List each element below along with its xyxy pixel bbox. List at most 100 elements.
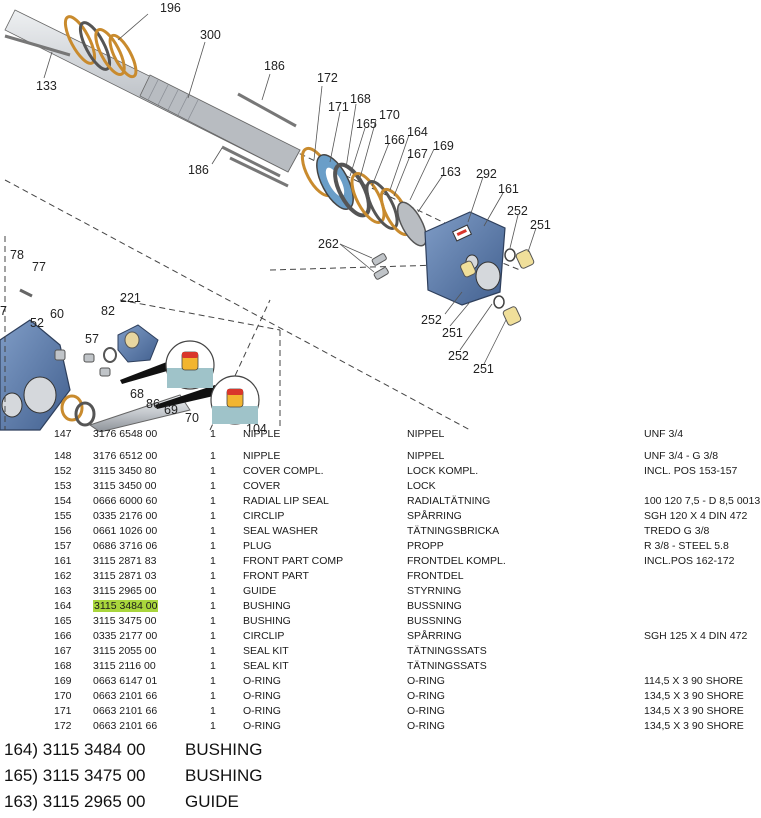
cell-part-number: 0335 2177 00 <box>93 630 158 642</box>
summary-code: 163) 3115 2965 00 <box>4 792 146 811</box>
callout-77: 77 <box>32 260 46 274</box>
plugs-and-washers <box>460 248 535 326</box>
cell-description-en: NIPPLE <box>243 428 281 440</box>
cell-quantity: 1 <box>210 585 216 597</box>
front-part-housing <box>424 211 506 306</box>
callout-186-top: 186 <box>264 59 285 73</box>
cell-part-number: 3115 2055 00 <box>93 645 157 657</box>
cell-description-en: SEAL WASHER <box>243 525 319 537</box>
cell-position: 152 <box>54 465 72 477</box>
main-shaft <box>4 9 301 173</box>
table-row: 172 0663 2101 66 1 O-RING O-RING 134,5 X… <box>0 718 761 733</box>
cell-description-sv: NIPPEL <box>407 450 445 462</box>
table-row: 155 0335 2176 00 1 CIRCLIP SPÅRRING SGH … <box>0 508 761 523</box>
cell-description-en: FRONT PART <box>243 570 309 582</box>
cell-part-number: 0663 2101 66 <box>93 705 158 717</box>
callout-86: 86 <box>146 397 160 411</box>
pins-262 <box>371 253 389 280</box>
cell-quantity: 1 <box>210 600 216 612</box>
cell-description-sv: O-RING <box>407 705 445 717</box>
callout-170: 170 <box>379 108 400 122</box>
cell-note: INCL.POS 162-172 <box>644 555 735 567</box>
table-row: 152 3115 3450 80 1 COVER COMPL. LOCK KOM… <box>0 463 761 478</box>
table-row-highlighted: 164 3115 3484 00 1 BUSHING BUSSNING <box>0 598 761 613</box>
cell-position: 163 <box>54 585 72 597</box>
cell-description-en: O-RING <box>243 675 281 687</box>
ring-stack-left <box>63 15 138 79</box>
cell-description-en: O-RING <box>243 720 281 732</box>
table-row: 170 0663 2101 66 1 O-RING O-RING 134,5 X… <box>0 688 761 703</box>
cell-part-number: 3115 3450 80 <box>93 465 157 477</box>
cell-description-en: BUSHING <box>243 615 291 627</box>
indicator-circle-2 <box>210 375 260 425</box>
cell-description-sv: RADIALTÄTNING <box>407 495 491 507</box>
cell-position: 154 <box>54 495 72 507</box>
cell-note: 134,5 X 3 90 SHORE <box>644 720 744 732</box>
cell-description-sv: NIPPEL <box>407 428 445 440</box>
cell-description-en: SEAL KIT <box>243 660 289 672</box>
callout-7: 7 <box>0 304 7 318</box>
cell-quantity: 1 <box>210 645 216 657</box>
indicator-circle-1 <box>165 340 215 390</box>
cell-position: 164 <box>54 600 72 612</box>
callout-163: 163 <box>440 165 461 179</box>
callout-52: 52 <box>30 316 44 330</box>
cell-description-sv: BUSSNING <box>407 615 462 627</box>
table-row: 156 0661 1026 00 1 SEAL WASHER TÄTNINGSB… <box>0 523 761 538</box>
cell-quantity: 1 <box>210 720 216 732</box>
callout-172: 172 <box>317 71 338 85</box>
callout-300: 300 <box>200 28 221 42</box>
table-row: 163 3115 2965 00 1 GUIDE STYRNING <box>0 583 761 598</box>
cell-note: SGH 125 X 4 DIN 472 <box>644 630 748 642</box>
cell-note: 114,5 X 3 90 SHORE <box>644 675 744 687</box>
table-row: 167 3115 2055 00 1 SEAL KIT TÄTNINGSSATS <box>0 643 761 658</box>
cell-quantity: 1 <box>210 510 216 522</box>
diagram-drawing <box>0 9 537 432</box>
callout-221: 221 <box>120 291 141 305</box>
cell-quantity: 1 <box>210 570 216 582</box>
cell-quantity: 1 <box>210 675 216 687</box>
callout-78: 78 <box>10 248 24 262</box>
cell-part-number: 3115 2965 00 <box>93 585 157 597</box>
cell-quantity: 1 <box>210 630 216 642</box>
table-row: 157 0686 3716 06 1 PLUG PROPP R 3/8 - ST… <box>0 538 761 553</box>
callout-251-mid: 251 <box>442 326 463 340</box>
cell-description-sv: STYRNING <box>407 585 462 597</box>
cell-description-sv: LOCK KOMPL. <box>407 465 479 477</box>
cell-part-number: 0663 6147 01 <box>93 675 158 687</box>
cell-note: 100 120 7,5 - D 8,5 0013 <box>644 495 761 507</box>
cell-description-en: GUIDE <box>243 585 277 597</box>
cell-description-en: COVER <box>243 480 281 492</box>
cell-position: 165 <box>54 615 72 627</box>
cell-position: 167 <box>54 645 72 657</box>
cell-position: 161 <box>54 555 72 567</box>
cell-note: INCL. POS 153-157 <box>644 465 738 477</box>
cell-description-sv: PROPP <box>407 540 444 552</box>
cell-part-number: 0663 2101 66 <box>93 720 158 732</box>
cell-description-en: NIPPLE <box>243 450 281 462</box>
table-row: 166 0335 2177 00 1 CIRCLIP SPÅRRING SGH … <box>0 628 761 643</box>
cell-part-number: 3115 2116 00 <box>93 660 156 672</box>
cell-quantity: 1 <box>210 480 216 492</box>
callout-186-bottom: 186 <box>188 163 209 177</box>
cell-description-sv: TÄTNINGSBRICKA <box>407 525 500 537</box>
cell-quantity: 1 <box>210 465 216 477</box>
cell-quantity: 1 <box>210 428 216 440</box>
cell-description-sv: FRONTDEL <box>407 570 464 582</box>
cell-part-number: 0661 1026 00 <box>93 525 158 537</box>
cell-note: SGH 120 X 4 DIN 472 <box>644 510 748 522</box>
cell-description-en: O-RING <box>243 690 281 702</box>
cell-description-en: PLUG <box>243 540 272 552</box>
cell-position: 157 <box>54 540 72 552</box>
cell-description-sv: SPÅRRING <box>407 510 462 522</box>
callout-82: 82 <box>101 304 115 318</box>
callout-169: 169 <box>433 139 454 153</box>
callout-104: 104 <box>246 422 267 432</box>
callout-133: 133 <box>36 79 57 93</box>
table-row: 169 0663 6147 01 1 O-RING O-RING 114,5 X… <box>0 673 761 688</box>
callout-252-mid: 252 <box>421 313 442 327</box>
cell-part-number: 3176 6548 00 <box>93 428 158 440</box>
cell-description-sv: TÄTNINGSSATS <box>407 660 487 672</box>
cell-position: 169 <box>54 675 72 687</box>
cell-description-sv: O-RING <box>407 720 445 732</box>
